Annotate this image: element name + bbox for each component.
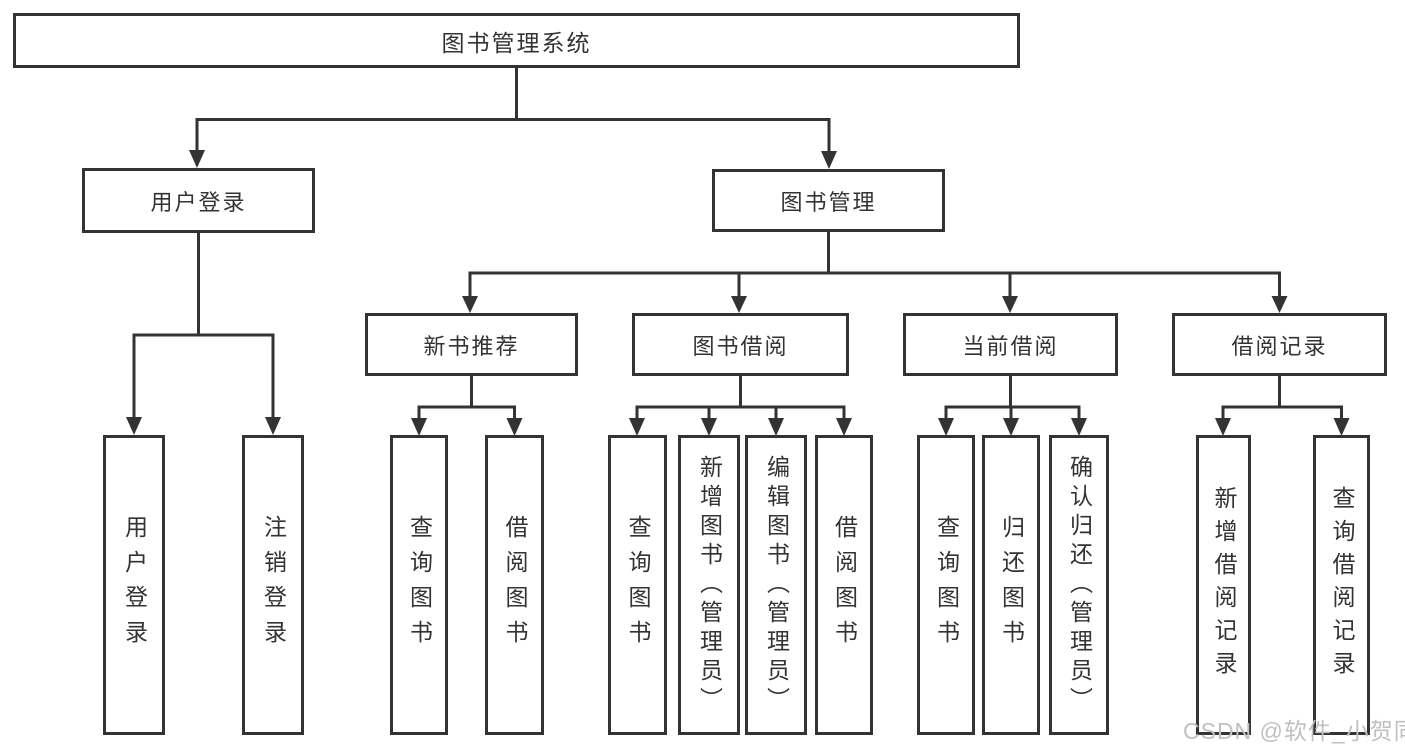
node-label: 借阅图书: [502, 515, 528, 655]
node-label: 查询图书: [933, 515, 960, 655]
node-label: 查询图书: [625, 515, 651, 655]
leaf-borrow-books: 借阅图书: [815, 435, 873, 735]
node-label: 编辑图书（管理员）: [763, 454, 790, 716]
node-label: 查询图书: [406, 515, 433, 655]
node-label: 查询借阅记录: [1329, 486, 1355, 684]
node-current-borrow: 当前借阅: [903, 313, 1118, 376]
node-label: 注销登录: [260, 515, 287, 655]
leaf-query-books-current: 查询图书: [917, 435, 975, 735]
node-label: 新书推荐: [423, 333, 520, 359]
node-label: 用户登录: [121, 515, 148, 655]
leaf-query-borrow-record: 查询借阅记录: [1313, 435, 1370, 735]
node-label: 当前借阅: [962, 333, 1059, 359]
arrowhead-icons: [126, 150, 1350, 436]
leaf-borrow-books-recommend: 借阅图书: [485, 435, 544, 735]
node-library-system: 图书管理系统: [13, 13, 1020, 68]
node-label: 用户登录: [150, 189, 247, 215]
leaf-add-borrow-record: 新增借阅记录: [1196, 435, 1251, 735]
leaf-query-books-borrow: 查询图书: [608, 435, 667, 735]
node-label: 新增图书（管理员）: [696, 454, 723, 716]
node-label: 确认归还（管理员）: [1066, 454, 1093, 716]
node-label: 归还图书: [998, 515, 1025, 655]
node-label: 借阅记录: [1231, 333, 1328, 359]
node-user-login: 用户登录: [82, 168, 315, 233]
leaf-user-login: 用户登录: [103, 435, 165, 735]
leaf-add-books-admin: 新增图书（管理员）: [678, 435, 740, 735]
node-book-borrow: 图书借阅: [632, 313, 849, 376]
leaf-logout: 注销登录: [242, 435, 304, 735]
node-label: 借阅图书: [831, 515, 858, 655]
node-new-book-recommend: 新书推荐: [365, 313, 578, 376]
node-label: 图书借阅: [692, 333, 789, 359]
node-book-management: 图书管理: [712, 169, 945, 232]
csdn-watermark: CSDN @软件_小贺同学: [1183, 718, 1405, 744]
node-label: 新增借阅记录: [1211, 486, 1237, 684]
leaf-confirm-return-admin: 确认归还（管理员）: [1049, 435, 1109, 735]
leaf-edit-books-admin: 编辑图书（管理员）: [745, 435, 807, 735]
leaf-return-books: 归还图书: [982, 435, 1040, 735]
node-label: 图书管理: [780, 189, 877, 215]
node-borrow-records: 借阅记录: [1172, 313, 1387, 376]
node-label: 图书管理系统: [441, 29, 592, 56]
leaf-query-books-recommend: 查询图书: [390, 435, 448, 735]
